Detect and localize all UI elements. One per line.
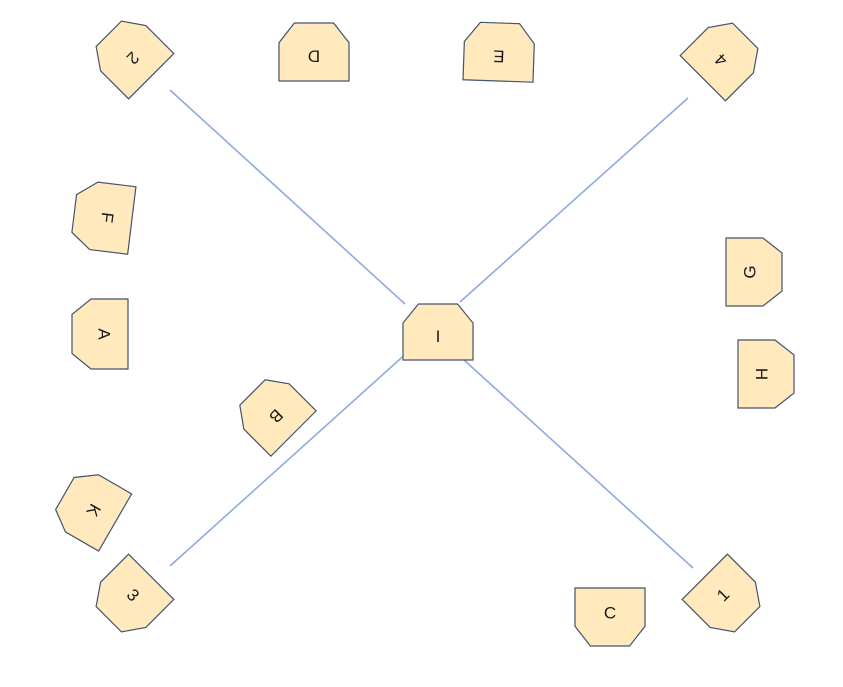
node-shape-3	[95, 553, 175, 633]
node-D: D	[278, 22, 350, 82]
node-label-C: C	[604, 603, 616, 622]
node-C: C	[574, 587, 646, 647]
node-F: F	[71, 181, 137, 255]
node-shape-I	[402, 303, 474, 361]
node-2: 2	[95, 20, 175, 100]
node-shape-B	[239, 379, 317, 457]
node-shape-E	[462, 21, 535, 83]
node-shape-K	[54, 474, 133, 552]
node-label-H: H	[752, 368, 771, 380]
node-K: K	[54, 474, 133, 552]
connector-I-1	[463, 359, 694, 569]
connector-I-3	[169, 350, 410, 567]
node-1: 1	[681, 553, 761, 633]
node-shape-4	[679, 22, 759, 102]
node-3: 3	[95, 553, 175, 633]
node-4: 4	[679, 22, 759, 102]
node-label-E: E	[493, 46, 505, 65]
node-shape-A	[71, 298, 129, 370]
node-label-I: I	[436, 327, 441, 346]
node-label-A: A	[95, 328, 114, 340]
node-G: G	[725, 237, 783, 307]
node-layer: 2 D E 4F G A I H B K3C 1	[54, 20, 795, 647]
node-A: A	[71, 298, 129, 370]
node-shape-C	[574, 587, 646, 647]
node-shape-2	[95, 20, 175, 100]
connector-I-4	[459, 97, 689, 303]
node-label-F: F	[97, 211, 117, 224]
node-shape-F	[71, 181, 137, 255]
node-B: B	[239, 379, 317, 457]
connector-I-2	[169, 89, 406, 305]
node-H: H	[737, 339, 795, 409]
node-I: I	[402, 303, 474, 361]
node-shape-H	[737, 339, 795, 409]
connector-layer	[169, 89, 694, 569]
node-shape-D	[278, 22, 350, 82]
node-label-D: D	[308, 47, 320, 66]
node-shape-G	[725, 237, 783, 307]
node-E: E	[462, 21, 535, 83]
node-shape-1	[681, 553, 761, 633]
node-label-G: G	[740, 265, 759, 278]
